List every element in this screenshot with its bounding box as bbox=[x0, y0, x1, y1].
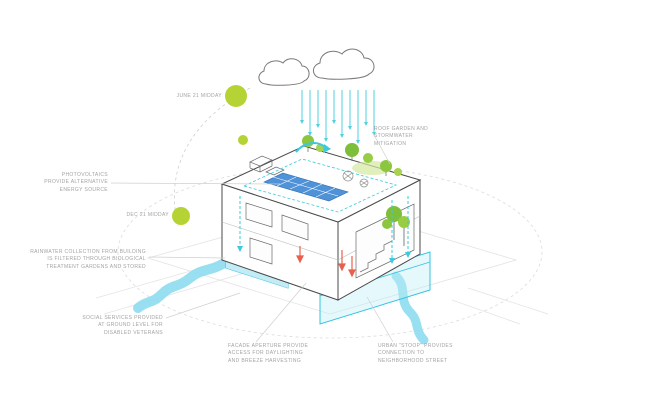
label-urban-stoop: URBAN "STOOP" PROVIDES CONNECTION TO NEI… bbox=[378, 343, 453, 364]
rooftop-equipment bbox=[249, 155, 285, 176]
label-rainwater: RAINWATER COLLECTION FROM BUILDING IS FI… bbox=[30, 249, 146, 270]
label-photovoltaics: PHOTOVOLTAICS PROVIDE ALTERNATIVE ENERGY… bbox=[44, 172, 108, 193]
label-dec21: DEC 21 MIDDAY bbox=[126, 212, 169, 218]
solar-panels bbox=[263, 172, 349, 202]
facade-apertures bbox=[245, 202, 309, 265]
leader-roof-garden bbox=[372, 132, 391, 165]
cloud-icon bbox=[258, 48, 375, 86]
stream-left bbox=[133, 257, 231, 313]
vent-fan-icon bbox=[342, 170, 369, 188]
interior-tree bbox=[398, 216, 410, 228]
roof-tree bbox=[380, 160, 392, 172]
entry-arrows bbox=[296, 246, 356, 278]
rain-lines bbox=[301, 90, 375, 140]
leader-lines bbox=[110, 132, 394, 343]
sun-dec-marker bbox=[172, 207, 190, 225]
leader-stoop bbox=[366, 296, 394, 343]
rain-arrowheads bbox=[300, 120, 376, 144]
interior-tree bbox=[382, 219, 392, 229]
label-june21: JUNE 21 MIDDAY bbox=[176, 93, 222, 99]
leader-social bbox=[165, 292, 241, 319]
sun-june-marker bbox=[225, 85, 248, 145]
interior-tree bbox=[386, 206, 402, 222]
interior-cutaway bbox=[355, 203, 415, 279]
stormwater-flow-arrowheads bbox=[237, 144, 411, 264]
label-social-services: SOCIAL SERVICES PROVIDED AT GROUND LEVEL… bbox=[82, 315, 163, 336]
label-facade-aperture: FACADE APERTURE PROVIDE ACCESS FOR DAYLI… bbox=[228, 343, 309, 364]
leader-photovoltaics bbox=[110, 182, 281, 185]
leader-rainwater bbox=[148, 256, 226, 259]
roof-tree bbox=[345, 143, 359, 157]
leader-facade bbox=[255, 282, 307, 343]
label-roof-garden: ROOF GARDEN AND STORMWATER MITIGATION bbox=[374, 126, 429, 147]
stair-lines bbox=[359, 240, 393, 273]
roof-tree bbox=[394, 168, 402, 176]
roof-tree bbox=[363, 153, 373, 163]
stream-right bbox=[391, 271, 429, 345]
